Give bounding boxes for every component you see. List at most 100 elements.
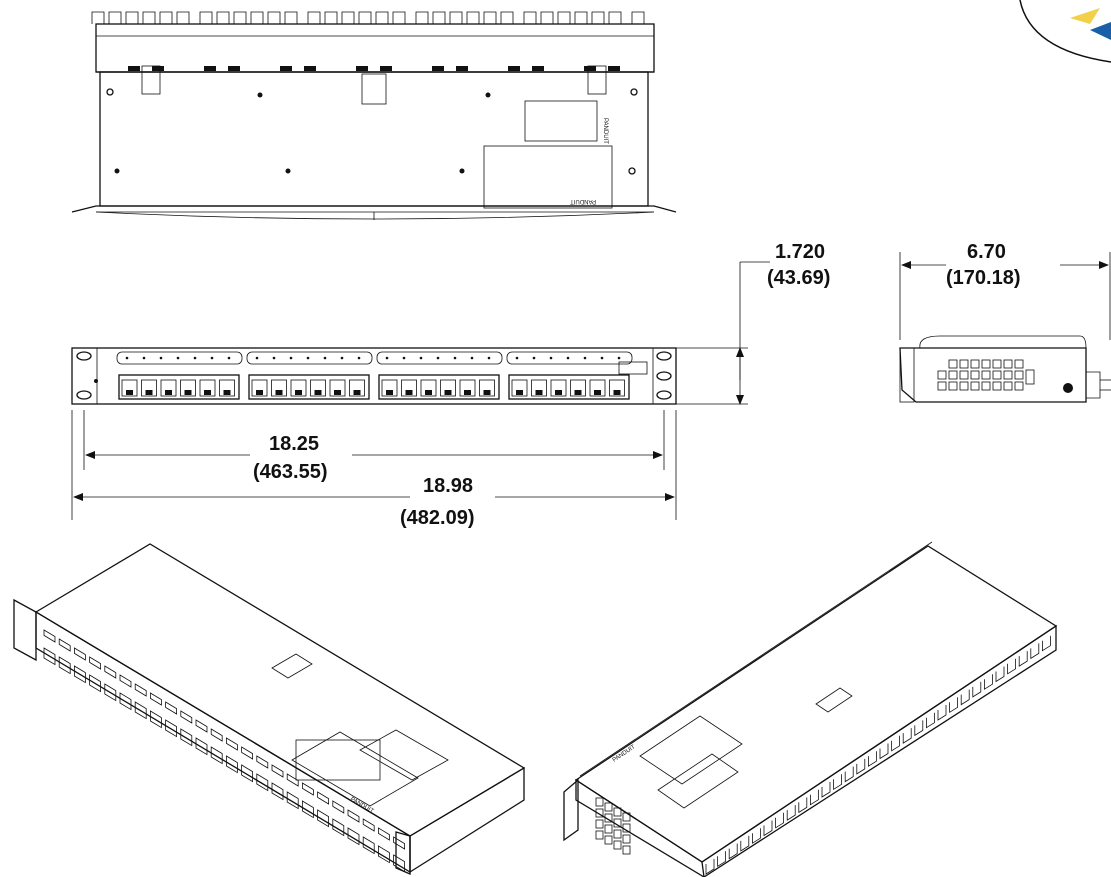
iso-grid-cell (613, 840, 622, 850)
iso-ear-left (13, 598, 37, 662)
rj45-port (199, 379, 216, 397)
slot (280, 66, 292, 71)
iso-grid-cell (595, 819, 604, 829)
iso-port-upper (43, 629, 56, 643)
led-dot (470, 356, 474, 360)
grid-cell (992, 359, 1002, 369)
rj45-latch (275, 390, 283, 395)
port-tab (91, 11, 105, 24)
port-tab (432, 11, 446, 24)
iso-port-upper (150, 692, 162, 706)
led-dot (193, 356, 197, 360)
iso-grid-cell (622, 834, 631, 844)
rj45-port (609, 379, 625, 397)
rj45-port (141, 379, 157, 397)
rj45-latch (574, 390, 582, 395)
isometric-view-rear: PANDUIT (563, 541, 1058, 877)
iso-port (150, 710, 162, 729)
rj45-port (310, 379, 326, 397)
port-block (508, 374, 630, 400)
port-block (378, 374, 500, 400)
iso-tab (1030, 643, 1040, 660)
iso-tab (1042, 635, 1051, 652)
rj45-port (550, 379, 567, 397)
top-view: PANDUIT PANDUIT (71, 11, 677, 220)
rj45-port (219, 379, 235, 397)
ear-slot (76, 390, 92, 400)
iso-tab (810, 789, 819, 806)
iso-tab (856, 758, 866, 775)
led-dot (583, 356, 587, 360)
port-tab (125, 11, 139, 24)
rj45-latch (555, 390, 562, 395)
iso-port (89, 674, 101, 693)
module-strip (376, 351, 503, 365)
slot (380, 66, 392, 71)
iso-tab (891, 735, 900, 752)
led-dot (323, 356, 327, 360)
slot (432, 66, 444, 71)
port-tab (176, 11, 190, 24)
port-tab (216, 11, 230, 24)
rj45-port (570, 379, 586, 397)
iso-port-upper (74, 647, 86, 661)
iso-port (104, 683, 117, 702)
slot (128, 66, 140, 71)
led-dot (357, 356, 361, 360)
ear-slot (656, 371, 672, 381)
port-tab (233, 11, 247, 24)
depth-inches: 6.70 (967, 241, 1006, 263)
center-tab (361, 73, 387, 105)
rj45-port (420, 379, 437, 397)
iso-tab (972, 681, 982, 698)
iso-port (210, 746, 223, 765)
rj45-port (271, 379, 287, 397)
slot (304, 66, 316, 71)
iso-port (134, 701, 147, 720)
led-dot (402, 356, 406, 360)
top-view-front-bar (95, 23, 655, 73)
iso-port-upper (104, 665, 117, 679)
iso-port-upper (256, 755, 269, 769)
port-tab (375, 11, 389, 24)
slot (608, 66, 620, 71)
led-dot (340, 356, 344, 360)
grid-cell (1014, 370, 1024, 380)
iso-side-grid (595, 797, 631, 855)
led-dot (272, 356, 276, 360)
iso-port (286, 791, 299, 810)
grid-cell (948, 370, 958, 380)
iso-tab (833, 774, 842, 791)
iso-port-grid (43, 629, 405, 873)
rj45-port (160, 379, 177, 397)
port-tab (466, 11, 480, 24)
brand-label-upper: PANDUIT (602, 118, 608, 144)
iso-tab (763, 820, 773, 837)
rj45-port (440, 379, 456, 397)
rj45-latch (594, 390, 601, 395)
grid-cell (970, 381, 980, 391)
logo-fragment (1019, 0, 1111, 63)
led-dot (142, 356, 146, 360)
led-dot (549, 356, 553, 360)
iso-tab (902, 728, 912, 744)
rj45-latch (256, 390, 263, 395)
dimension-overall-width: 18.98 (482.09) (71, 410, 677, 529)
rj45-latch (295, 390, 302, 395)
iso-port (74, 665, 86, 684)
rj45-port (329, 379, 346, 397)
rj45-port (349, 379, 365, 397)
port-tab (574, 11, 588, 24)
rj45-latch (405, 390, 413, 395)
port-tab (483, 11, 497, 24)
grid-cell (970, 370, 980, 380)
grid-cell (959, 381, 969, 391)
iso-port (317, 809, 329, 828)
rj45-port (459, 379, 476, 397)
rj45-latch (613, 390, 621, 395)
side-view (899, 335, 1111, 403)
iso-tab-row (705, 635, 1051, 875)
iso-tab (1007, 658, 1016, 675)
grid-cell (981, 381, 991, 391)
